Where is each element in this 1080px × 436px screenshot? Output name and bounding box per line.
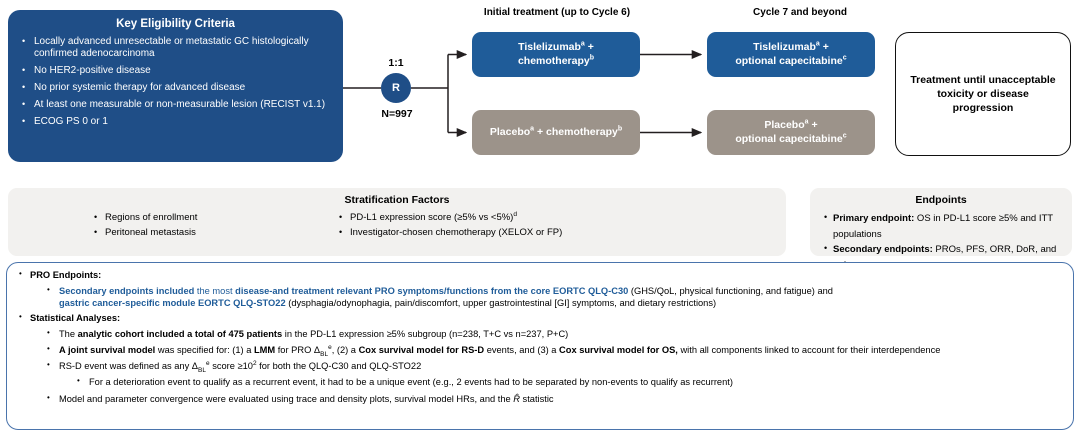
stat3-c: for both the QLQ-C30 and QLQ-STO22 <box>256 361 422 372</box>
strat-pdl1-text: PD-L1 expression score (≥5% vs <5%) <box>350 212 514 223</box>
column-header-initial-treatment: Initial treatment (up to Cycle 6) <box>483 7 631 18</box>
stat2-e: , (2) a <box>331 345 359 356</box>
arm-label-mid: + <box>584 41 594 53</box>
footnote-marker: c <box>842 54 847 61</box>
outcome-box: Treatment until unacceptable toxicity or… <box>895 32 1071 156</box>
footnote-marker: a <box>530 125 535 133</box>
footnote-marker: c <box>842 132 847 139</box>
delta-subscript: BL <box>320 350 329 358</box>
stat1-c: in the PD-L1 expression ≥5% subgroup (n=… <box>282 328 569 339</box>
r-hat-symbol: R̂ <box>513 393 520 404</box>
footnote-marker: b <box>589 54 595 61</box>
primary-endpoint-label: Primary endpoint: <box>833 213 915 224</box>
pro-sec-e: gastric cancer-specific module EORTC QLQ… <box>59 298 286 309</box>
stratification-list-right: PD-L1 expression score (≥5% vs <5%)d Inv… <box>335 210 715 241</box>
column-header-cycle-7-and-beyond: Cycle 7 and beyond <box>753 7 847 18</box>
stat2-a: A joint survival model <box>59 345 156 356</box>
pro-secondary-endpoints-text: Secondary endpoints included the most di… <box>13 284 1065 309</box>
list-item: Peritoneal metastasis <box>90 225 335 241</box>
list-item: ECOG PS 0 or 1 <box>18 115 333 128</box>
stat2-c: LMM <box>253 345 276 356</box>
pro-sec-c: disease-and treatment relevant PRO sympt… <box>235 286 629 297</box>
stat2-d: for PRO Δ <box>275 345 321 356</box>
footnote-marker: e <box>205 360 210 368</box>
list-item: No HER2-positive disease <box>18 64 333 77</box>
footnote-marker: e <box>328 343 332 351</box>
arm-tislelizumab-cycle7: Tislelizumaba +optional capecitabinec <box>707 32 875 77</box>
stat-analytic-cohort: The analytic cohort included a total of … <box>13 327 1065 340</box>
arm-label: Tislelizumab <box>518 41 581 53</box>
stat3-a: RS-D event was defined as any Δ <box>59 361 199 372</box>
list-item: PD-L1 expression score (≥5% vs <5%)d <box>335 210 715 226</box>
stat2-b: was specified for: (1) a <box>155 345 254 356</box>
arm-tislelizumab-initial: Tislelizumaba +chemotherapyb <box>472 32 640 77</box>
endpoints-panel: Endpoints Primary endpoint: OS in PD-L1 … <box>810 188 1072 271</box>
pro-sec-b: the most <box>194 286 236 297</box>
stratification-title: Stratification Factors <box>344 194 450 206</box>
stat5-b: statistic <box>519 393 554 404</box>
pro-endpoints-box: PRO Endpoints: Secondary endpoints inclu… <box>6 262 1074 430</box>
stat-rsd-definition: RS-D event was defined as any ΔBLe score… <box>13 359 1065 375</box>
secondary-endpoint-label: Secondary endpoints: <box>833 244 933 255</box>
footnote-marker: a <box>804 118 809 126</box>
stat3-b: score ≥10 <box>209 361 253 372</box>
list-item: Investigator-chosen chemotherapy (XELOX … <box>335 225 715 241</box>
arm-label: Placebo <box>764 119 805 131</box>
randomization-node: R <box>381 73 411 103</box>
outcome-text: Treatment until unacceptable toxicity or… <box>910 74 1056 114</box>
stratification-list-left: Regions of enrollment Peritoneal metasta… <box>90 210 335 241</box>
delta-subscript: BL <box>198 367 206 375</box>
pro-sec-d: (GHS/QoL, physical functioning, and fati… <box>628 286 833 297</box>
eligibility-title: Key Eligibility Criteria <box>116 18 235 30</box>
stat1-b: analytic cohort included a total of 475 … <box>77 328 283 339</box>
footnote-marker: 2 <box>252 360 257 368</box>
stat5-a: Model and parameter convergence were eva… <box>59 393 514 404</box>
arm-placebo-initial: Placeboa + chemotherapyb <box>472 110 640 155</box>
arm-label-2: optional capecitabine <box>735 132 843 145</box>
footnote-marker: b <box>617 125 623 133</box>
list-item: Locally advanced unresectable or metasta… <box>18 35 333 61</box>
arm-label-mid: + chemotherapy <box>534 125 618 138</box>
randomization-ratio: 1:1 <box>388 57 404 69</box>
arm-label-2: chemotherapy <box>517 54 590 67</box>
arm-label-2: optional capecitabine <box>735 54 843 67</box>
statistical-analyses-heading: Statistical Analyses: <box>13 311 1065 324</box>
pro-endpoints-heading: PRO Endpoints: <box>13 268 1065 281</box>
primary-endpoint-text: OS in PD-L1 score ≥5% and ITT population… <box>833 213 1053 240</box>
list-item: Regions of enrollment <box>90 210 335 226</box>
arm-label: Tislelizumab <box>753 41 816 53</box>
list-item: No prior systemic therapy for advanced d… <box>18 81 333 94</box>
footnote-marker: d <box>513 210 517 218</box>
stat2-f: Cox survival model for RS-D <box>358 345 485 356</box>
endpoints-title: Endpoints <box>915 194 967 206</box>
stat2-i: with all components linked to account fo… <box>677 345 941 356</box>
sample-size-label: N=997 <box>381 108 413 120</box>
list-item: At least one measurable or non-measurabl… <box>18 98 333 111</box>
stratification-factors-panel: Stratification Factors Regions of enroll… <box>8 188 786 256</box>
arm-placebo-cycle7: Placeboa +optional capecitabinec <box>707 110 875 155</box>
stat-recurrent-event-note: For a deterioration event to qualify as … <box>13 375 1065 388</box>
list-item: Primary endpoint: OS in PD-L1 score ≥5% … <box>820 210 1062 242</box>
pro-sec-a: Secondary endpoints included <box>59 286 195 297</box>
arm-label-mid: + <box>819 41 829 53</box>
stat-convergence: Model and parameter convergence were eva… <box>13 392 1065 405</box>
arm-label-mid: + <box>808 119 818 131</box>
footnote-marker: a <box>815 40 820 48</box>
footnote-marker: a <box>580 40 585 48</box>
stratification-columns: Regions of enrollment Peritoneal metasta… <box>18 210 776 241</box>
pro-sec-f: (dysphagia/odynophagia, pain/discomfort,… <box>285 298 717 309</box>
eligibility-box: Key Eligibility Criteria Locally advance… <box>8 10 343 162</box>
arm-label: Placebo <box>489 125 531 138</box>
stat1-a: The <box>59 328 78 339</box>
stat-joint-survival-model: A joint survival model was specified for… <box>13 343 1065 358</box>
stat2-h: Cox survival model for OS, <box>559 345 678 356</box>
stat2-g: events, and (3) a <box>484 345 560 356</box>
eligibility-list: Locally advanced unresectable or metasta… <box>18 35 333 128</box>
